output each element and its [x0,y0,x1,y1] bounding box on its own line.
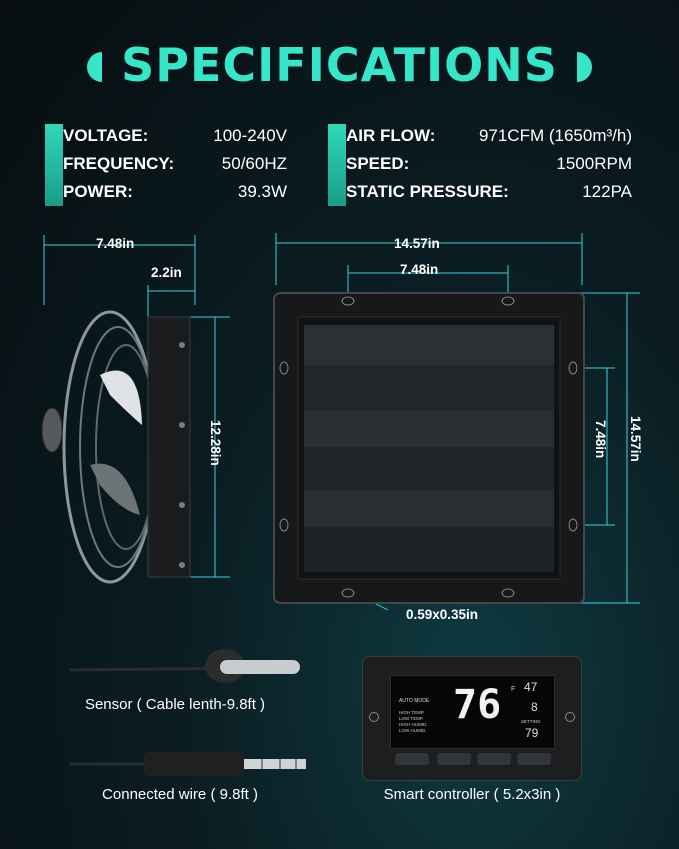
controller-screen: AUTO MODE HIGH TEMP. LOW TEMP. HIGH HUMI… [390,675,555,749]
controller-menu-button[interactable] [395,753,429,765]
spec-box-electrical: VOLTAGE: 100-240V FREQUENCY: 50/60HZ POW… [45,124,295,206]
spec-value-airflow: 971CFM (1650m³/h) [478,126,632,145]
sensor-caption: Sensor ( Cable lenth-9.8ft ) [84,696,266,713]
spec-label-voltage: VOLTAGE: [63,126,149,145]
mount-hole-label: 0.59x0.35in [406,607,479,622]
front-width-label: 14.57in [394,236,440,251]
controller-down-button[interactable] [477,753,511,765]
spec-accent-bar [45,124,63,206]
controller-humidity: 47 [524,680,538,694]
side-depth-label: 7.48in [96,236,135,251]
side-height-label: 12.28in [208,420,223,466]
controller-setting-value: 79 [525,726,539,740]
spec-label-power: POWER: [63,182,133,201]
controller-speed: 8 [531,700,538,714]
controller-unit: F [511,686,516,693]
spec-box-performance: AIR FLOW: 971CFM (1650m³/h) SPEED: 1500R… [328,124,638,206]
right-pill-decoration [577,52,592,82]
controller-caption: Smart controller ( 5.2x3in ) [383,786,561,803]
fan-side-view [41,235,230,584]
side-motor-label: 2.2in [151,265,182,280]
front-hole-vertical-label: 7.48in [593,420,608,459]
spec-value-pressure: 122PA [582,182,632,201]
left-pill-decoration [87,52,102,82]
controller-up-button[interactable] [437,753,471,765]
controller-main-temp: 76 [453,682,502,728]
front-height-label: 14.57in [628,416,643,462]
spec-label-airflow: AIR FLOW: [346,126,436,145]
wire-image [70,752,306,776]
controller-options: HIGH TEMP. LOW TEMP. HIGH HUMID. LOW HUM… [399,710,428,733]
controller-setting-label: SETTING [521,719,541,724]
spec-value-frequency: 50/60HZ [221,154,287,173]
spec-label-frequency: FREQUENCY: [63,154,175,173]
controller-power-button[interactable] [517,753,551,765]
controller-screw-left [369,712,379,722]
spec-value-power: 39.3W [237,182,287,201]
fan-front-view [273,233,640,610]
wire-caption: Connected wire ( 9.8ft ) [102,786,258,803]
spec-accent-bar [328,124,346,206]
spec-label-pressure: STATIC PRESSURE: [346,182,509,201]
sensor-image [70,649,300,683]
spec-value-speed: 1500RPM [556,154,632,173]
spec-value-voltage: 100-240V [213,126,287,145]
spec-label-speed: SPEED: [346,154,410,173]
controller-mode: AUTO MODE [399,698,430,704]
smart-controller: AUTO MODE HIGH TEMP. LOW TEMP. HIGH HUMI… [362,656,582,781]
front-hole-spacing-label: 7.48in [400,262,439,277]
page-title: SPECIFICATIONS [121,38,558,92]
controller-screw-right [565,712,575,722]
